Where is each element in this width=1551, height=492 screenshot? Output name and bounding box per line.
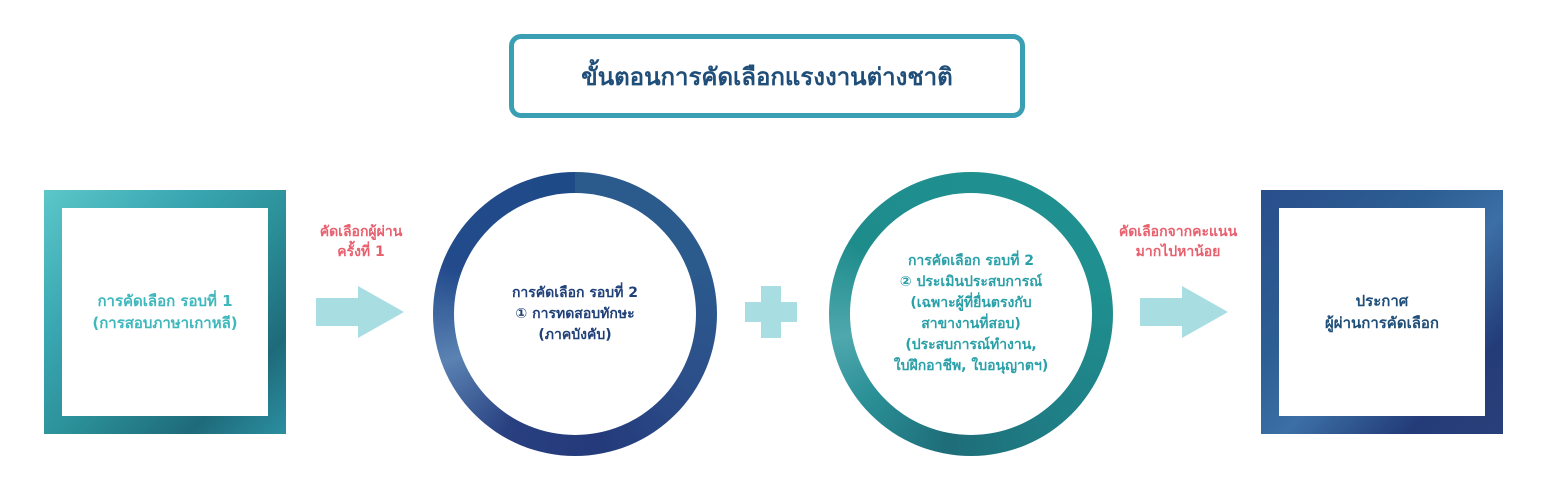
step-3-line5: (ประสบการณ์ทำงาน, — [905, 337, 1037, 353]
connector-1-label: คัดเลือกผู้ผ่าน ครั้งที่ 1 — [300, 222, 422, 262]
step-3-line6: ใบฝึกอาชีพ, ใบอนุญาตฯ) — [893, 358, 1049, 374]
step-1-line1: การคัดเลือก รอบที่ 1 — [97, 292, 233, 310]
step-3-line2: ② ประเมินประสบการณ์ — [899, 274, 1043, 290]
connector-2-line2: มากไปหาน้อย — [1135, 244, 1221, 260]
arrow-right-icon — [1140, 286, 1228, 338]
connector-1-line2: ครั้งที่ 1 — [337, 244, 385, 260]
step-2-line3: (ภาคบังคับ) — [538, 326, 612, 343]
connector-2-label: คัดเลือกจากคะแนน มากไปหาน้อย — [1098, 222, 1258, 262]
diagram-title-text: ขั้นตอนการคัดเลือกแรงงานต่างชาติ — [581, 62, 953, 91]
plus-icon — [745, 286, 797, 338]
step-4-box: ประกาศ ผู้ผ่านการคัดเลือก — [1261, 190, 1503, 434]
step-1-content: การคัดเลือก รอบที่ 1 (การสอบภาษาเกาหลี) — [62, 208, 268, 416]
diagram-title: ขั้นตอนการคัดเลือกแรงงานต่างชาติ — [509, 34, 1025, 118]
step-3-line4: สาขางานที่สอบ) — [921, 316, 1021, 332]
connector-1-line1: คัดเลือกผู้ผ่าน — [319, 224, 403, 240]
step-3-line1: การคัดเลือก รอบที่ 2 — [907, 253, 1035, 269]
arrow-right-icon — [316, 286, 404, 338]
connector-2-line1: คัดเลือกจากคะแนน — [1118, 224, 1238, 240]
step-2-line1: การคัดเลือก รอบที่ 2 — [511, 284, 639, 301]
step-2-circle: การคัดเลือก รอบที่ 2 ① การทดสอบทักษะ (ภา… — [433, 172, 717, 456]
step-3-content: การคัดเลือก รอบที่ 2 ② ประเมินประสบการณ์… — [850, 193, 1092, 435]
step-1-box: การคัดเลือก รอบที่ 1 (การสอบภาษาเกาหลี) — [44, 190, 286, 434]
step-2-content: การคัดเลือก รอบที่ 2 ① การทดสอบทักษะ (ภา… — [454, 193, 696, 435]
step-4-line2: ผู้ผ่านการคัดเลือก — [1324, 314, 1439, 332]
step-1-line2: (การสอบภาษาเกาหลี) — [92, 314, 238, 332]
step-4-line1: ประกาศ — [1355, 292, 1409, 310]
step-4-content: ประกาศ ผู้ผ่านการคัดเลือก — [1279, 208, 1485, 416]
step-3-line3: (เฉพาะผู้ที่ยื่นตรงกับ — [910, 295, 1032, 311]
step-2-line2: ① การทดสอบทักษะ — [515, 305, 635, 322]
step-3-circle: การคัดเลือก รอบที่ 2 ② ประเมินประสบการณ์… — [829, 172, 1113, 456]
